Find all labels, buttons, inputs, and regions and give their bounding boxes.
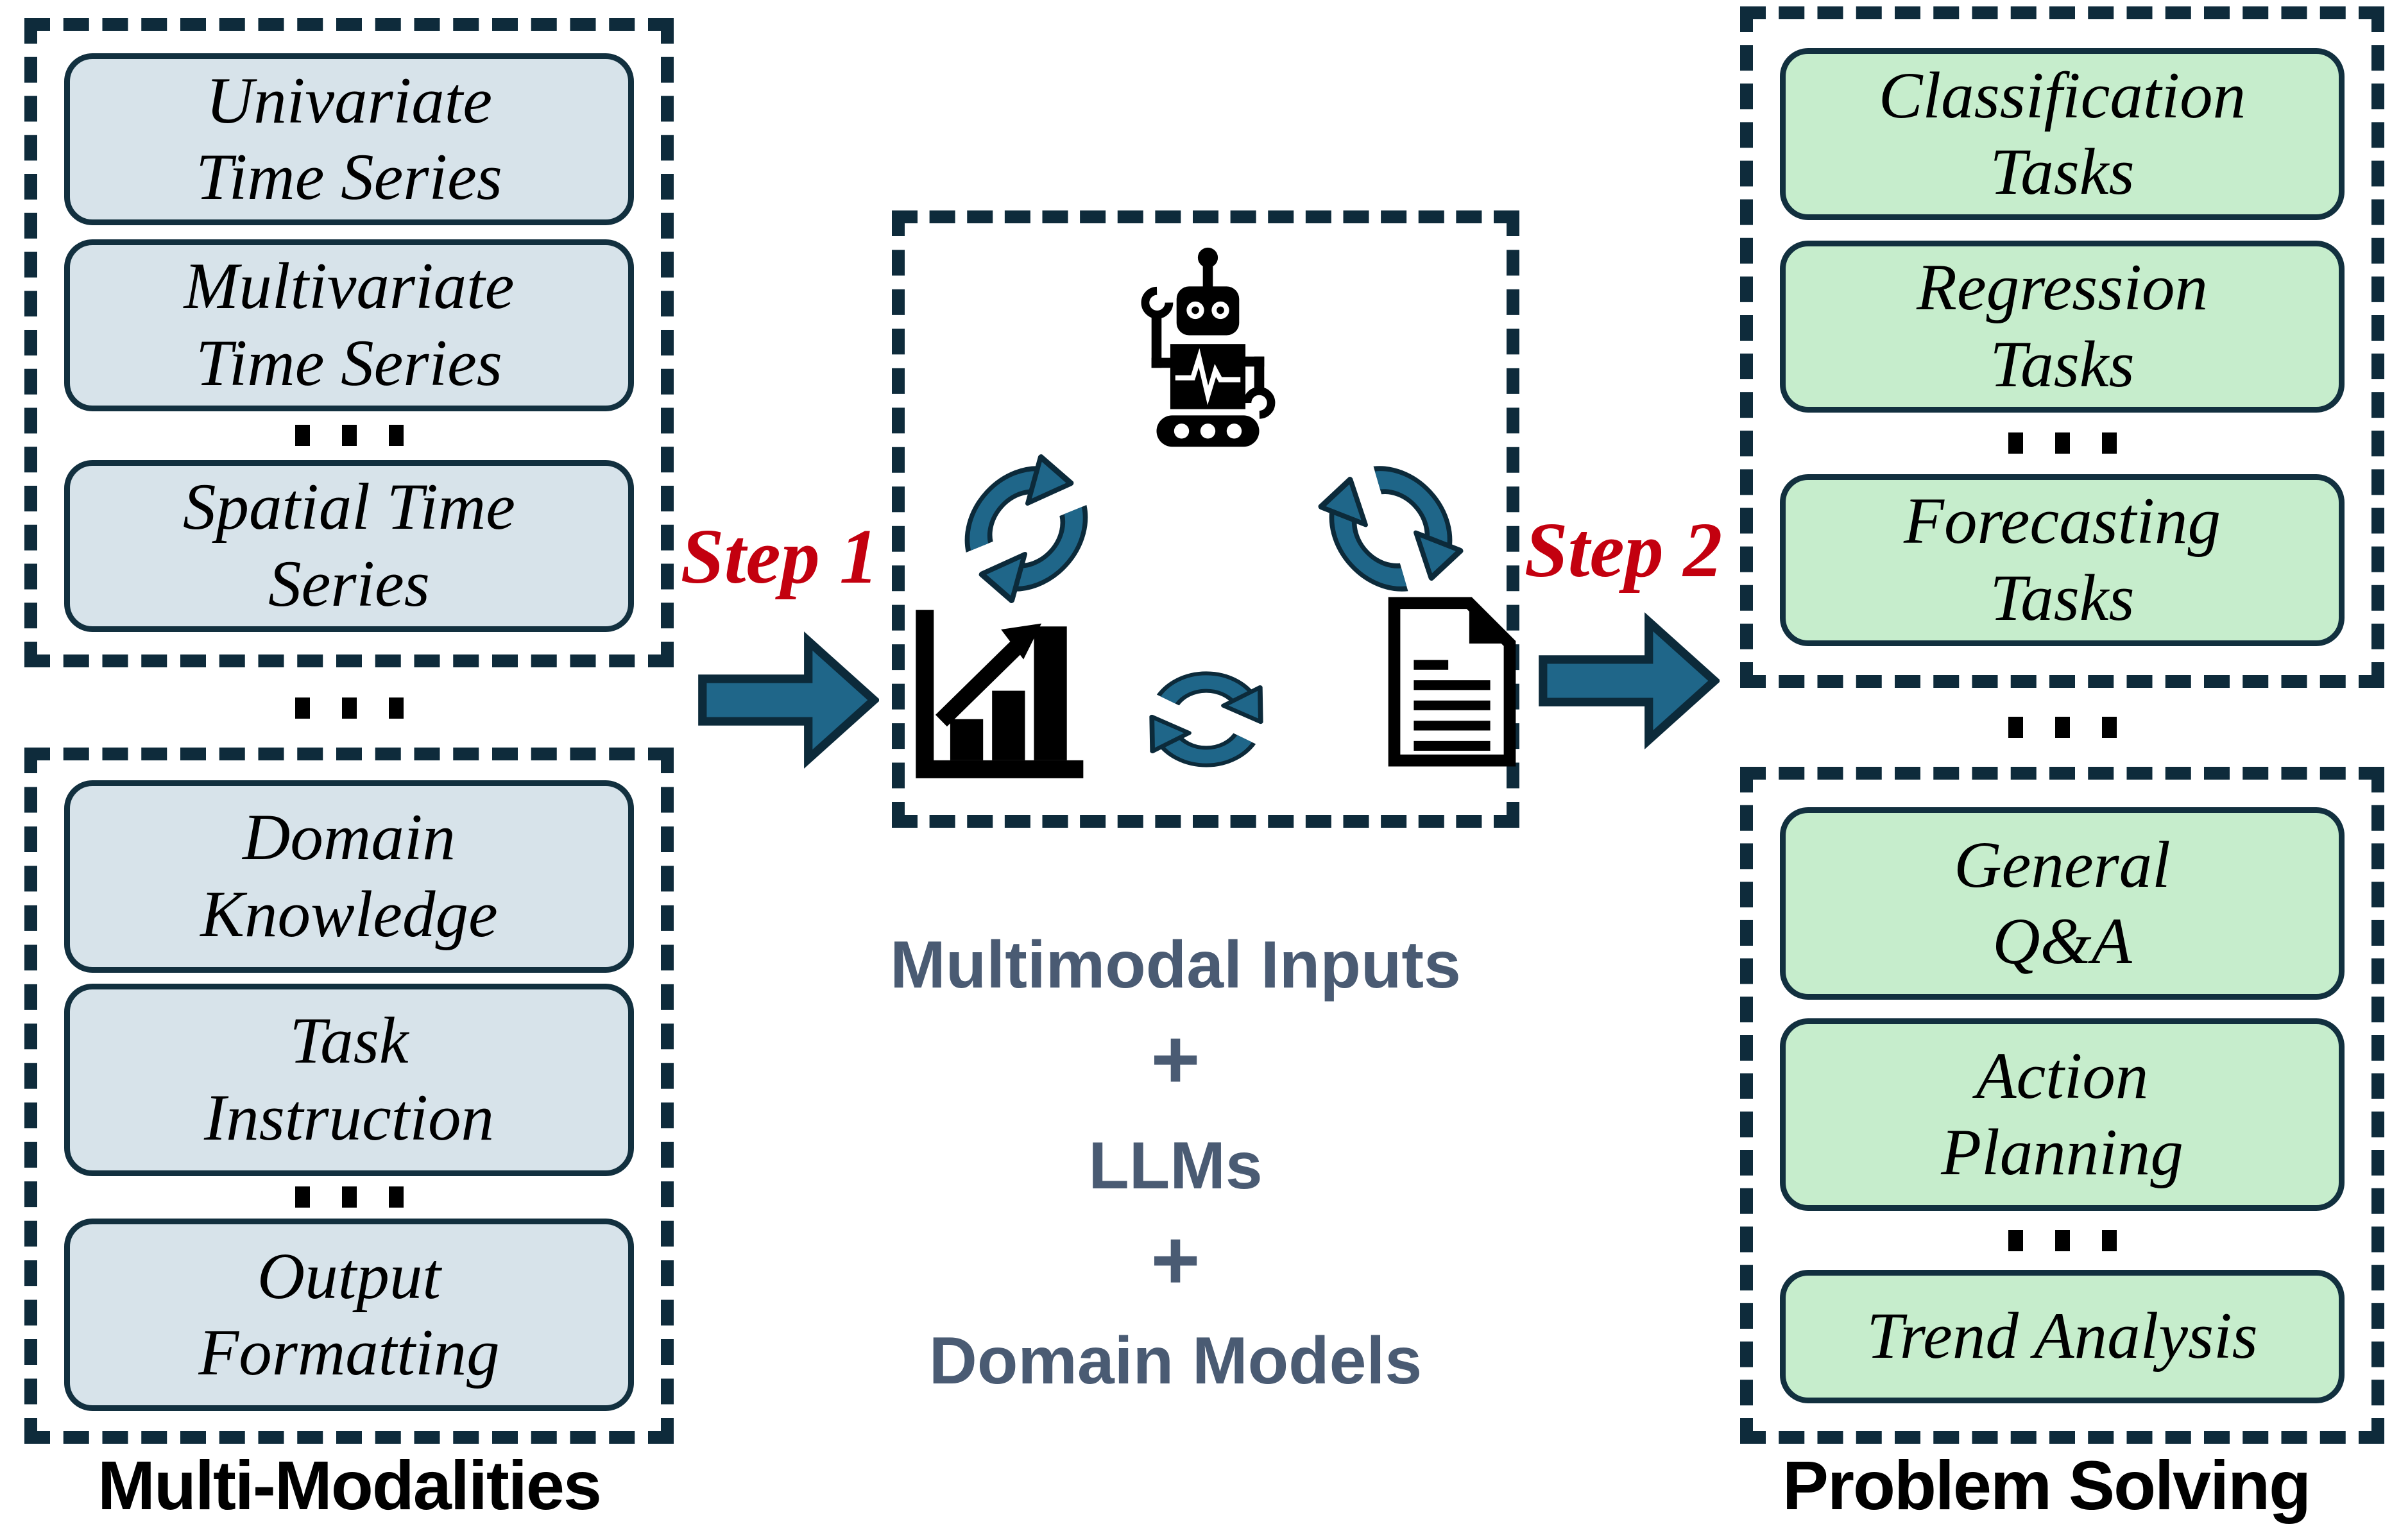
llm-agent-group xyxy=(892,210,1519,828)
card-text: Forecasting Tasks xyxy=(1904,484,2221,635)
modality-card-domain-knowledge: Domain Knowledge xyxy=(64,780,634,973)
card-text: General Q&A xyxy=(1954,828,2171,979)
ellipsis-icon xyxy=(24,672,674,743)
modality-card-output-formatting: Output Formatting xyxy=(64,1219,634,1412)
ellipsis-icon xyxy=(1740,692,2384,762)
card-text: Multivariate Time Series xyxy=(184,250,515,400)
card-text: Action Planning xyxy=(1941,1039,2183,1190)
ellipsis-icon xyxy=(2008,432,2117,454)
card-text: Output Formatting xyxy=(198,1239,500,1390)
bar-chart-icon xyxy=(914,600,1086,786)
cycle-arrows-icon xyxy=(1094,651,1319,787)
document-icon xyxy=(1381,587,1523,776)
caption-llms: LLMs xyxy=(1088,1129,1263,1203)
card-text: Spatial Time Series xyxy=(183,470,515,620)
step-2-arrow-icon xyxy=(1537,611,1720,751)
modality-card-multivariate: Multivariate Time Series xyxy=(64,239,634,411)
modality-card-univariate: Univariate Time Series xyxy=(64,53,634,226)
card-text: Task Instruction xyxy=(203,1004,495,1154)
tasks-group: Classification Tasks Regression Tasks Fo… xyxy=(1740,6,2384,688)
ellipsis-icon xyxy=(295,425,404,447)
left-column-label: Multi-Modalities xyxy=(98,1446,602,1524)
applications-group: General Q&A Action Planning Trend Analys… xyxy=(1740,767,2384,1444)
modalities-data-group: Univariate Time Series Multivariate Time… xyxy=(24,18,674,667)
step-2-label: Step 2 xyxy=(1524,507,1723,594)
card-text: Trend Analysis xyxy=(1867,1299,2258,1373)
caption-plus: + xyxy=(1150,1012,1200,1106)
card-text: Regression Tasks xyxy=(1917,251,2208,401)
task-card-classification: Classification Tasks xyxy=(1780,48,2345,221)
ellipsis-icon xyxy=(295,1186,404,1208)
ellipsis-icon xyxy=(2008,1229,2117,1251)
task-card-action-planning: Action Planning xyxy=(1780,1018,2345,1211)
card-text: Domain Knowledge xyxy=(200,801,498,951)
robot-icon xyxy=(1132,245,1283,452)
caption-multimodal-inputs: Multimodal Inputs xyxy=(890,928,1461,1002)
modality-card-spatial: Spatial Time Series xyxy=(64,459,634,632)
task-card-trend-analysis: Trend Analysis xyxy=(1780,1269,2345,1403)
right-column-label: Problem Solving xyxy=(1782,1446,2311,1524)
modality-card-task-instruction: Task Instruction xyxy=(64,983,634,1176)
card-text: Univariate Time Series xyxy=(196,64,502,214)
task-card-regression: Regression Tasks xyxy=(1780,240,2345,413)
step-1-label: Step 1 xyxy=(680,513,879,600)
task-card-forecasting: Forecasting Tasks xyxy=(1780,474,2345,646)
card-text: Classification Tasks xyxy=(1878,58,2246,209)
step-1-arrow-icon xyxy=(696,630,879,770)
task-card-general-qa: General Q&A xyxy=(1780,807,2345,1000)
caption-plus: + xyxy=(1150,1213,1200,1307)
modalities-context-group: Domain Knowledge Task Instruction Output… xyxy=(24,748,674,1444)
caption-domain-models: Domain Models xyxy=(928,1324,1422,1398)
